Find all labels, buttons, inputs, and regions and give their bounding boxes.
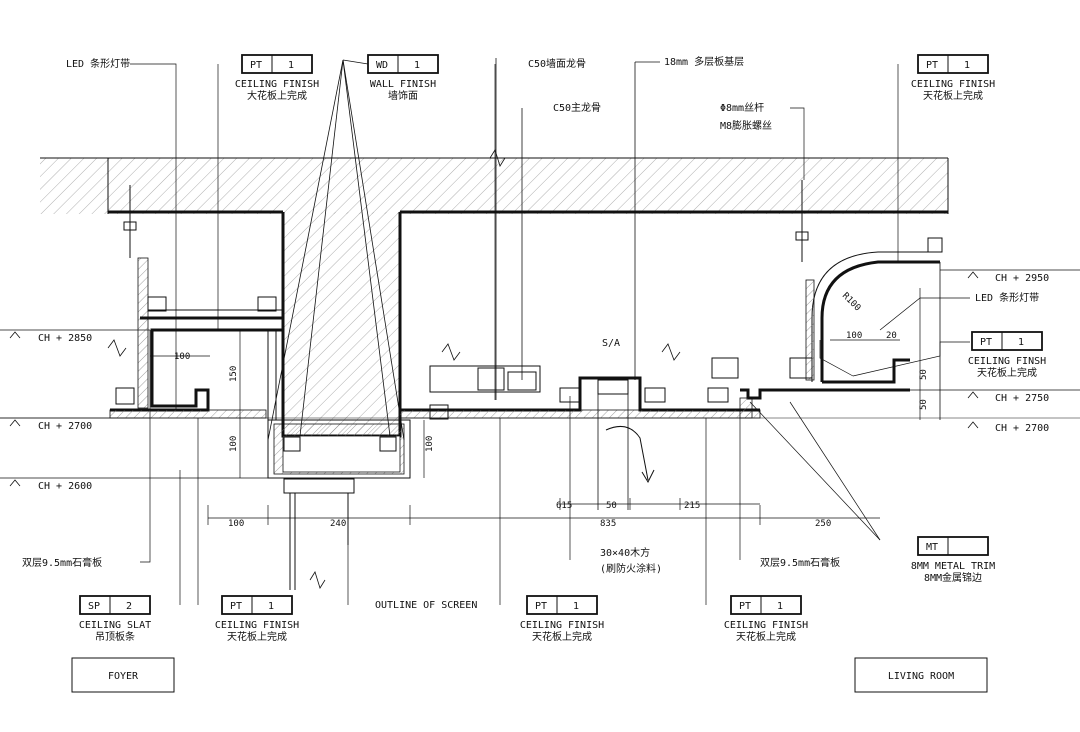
finish-tag-code: PT	[250, 60, 262, 71]
level-right-2700: CH + 2700	[995, 423, 1049, 434]
finish-tag-number: 1	[268, 601, 274, 612]
dim-50c: 50	[919, 399, 929, 410]
note-steel: 30×40木方	[600, 546, 650, 559]
dim-215: 215	[684, 501, 700, 511]
note-c50-pipe: C50墙面龙骨	[528, 57, 586, 70]
wall-finish-leaders	[267, 59, 405, 441]
dimension-labels: 100 150 100 100 100 240 615 50 215 835 2…	[174, 331, 929, 529]
note-steel-2: (刷防火涂料)	[600, 562, 662, 575]
note-gypsum-right: 双层9.5mm石膏板	[760, 556, 840, 569]
level-left-2700: CH + 2700	[38, 421, 92, 432]
finish-tag-code: WD	[376, 60, 388, 71]
finish-tag-subtitle: 墙饰面	[388, 89, 418, 102]
finish-tag-title: CEILING FINISH	[235, 79, 319, 90]
finish-tag-code: PT	[535, 601, 547, 612]
level-left-2850: CH + 2850	[38, 333, 92, 344]
dim-100b: 100	[229, 436, 239, 452]
dim-250: 250	[815, 519, 831, 529]
dim-835: 835	[600, 519, 616, 529]
finish-tag-number: 1	[288, 60, 294, 71]
note-supply-air: S/A	[602, 338, 620, 349]
dim-150: 150	[229, 366, 239, 382]
note-screen-outline: OUTLINE OF SCREEN	[375, 600, 477, 611]
finish-tag-subtitle: 天花板上完成	[923, 89, 983, 102]
concrete-beam	[267, 212, 411, 590]
level-markers	[0, 269, 1080, 487]
finish-tag-code: PT	[926, 60, 938, 71]
finish-tag-subtitle: 天花板上完成	[736, 630, 796, 643]
dim-100a: 100	[228, 519, 244, 529]
concrete-slab	[40, 157, 949, 214]
finish-tag-title: CEILING FINISH	[911, 79, 995, 90]
dim-20: 20	[886, 331, 897, 341]
dim-50b: 50	[919, 369, 929, 380]
finish-tag-code: PT	[230, 601, 242, 612]
finish-tag-subtitle: 8MM金属锦边	[924, 571, 982, 584]
finish-tag-code: MT	[926, 542, 938, 553]
note-led-right: LED 条形灯带	[975, 291, 1039, 304]
finish-tag-number: 1	[1018, 337, 1024, 348]
note-plywood: 18mm 多层板基层	[664, 55, 744, 68]
finish-tag-number: 1	[414, 60, 420, 71]
finish-tag-title: WALL FINISH	[370, 79, 436, 90]
level-right-2750: CH + 2750	[995, 393, 1049, 404]
leader-lines	[130, 61, 970, 605]
finish-tag-subtitle: 吊顶板条	[95, 630, 135, 643]
note-bolt: M8膨胀螺丝	[720, 119, 772, 132]
finish-tag-title: 8MM METAL TRIM	[911, 561, 995, 572]
finish-tag-title: CEILING FINISH	[520, 620, 604, 631]
finish-tag-number: 2	[126, 601, 132, 612]
finish-tag-subtitle: 天花板上完成	[977, 366, 1037, 379]
left-ceiling	[0, 185, 1080, 420]
level-labels: CH + 2850 CH + 2700 CH + 2600 CH + 2950 …	[38, 273, 1049, 492]
dim-100e: 100	[846, 331, 862, 341]
finish-tag-subtitle: 大花板上完成	[247, 89, 307, 102]
dim-100d: 100	[425, 436, 435, 452]
note-gypsum-left: 双层9.5mm石膏板	[22, 556, 102, 569]
notes: LED 条形灯带 C50墙面龙骨 C50主龙骨 18mm 多层板基层 Φ8mm丝…	[22, 55, 1039, 611]
note-rod: Φ8mm丝杆	[720, 102, 764, 114]
note-radius: R100	[840, 291, 862, 313]
finish-tag-subtitle: 天花板上完成	[227, 630, 287, 643]
finish-tag-number: 1	[777, 601, 783, 612]
dim-240: 240	[330, 519, 346, 529]
right-ceiling	[707, 180, 943, 420]
finish-tag-subtitle: 天花板上完成	[532, 630, 592, 643]
room-foyer: FOYER	[108, 671, 139, 682]
note-led-left: LED 条形灯带	[66, 57, 130, 70]
finish-tag-number: 1	[573, 601, 579, 612]
dimension-lines	[150, 288, 921, 525]
level-right-2950: CH + 2950	[995, 273, 1049, 284]
finish-tag-title: CEILING SLAT	[79, 620, 151, 631]
finish-tag-title: CEILING FINSH	[968, 356, 1046, 367]
finish-tag-number: 1	[964, 60, 970, 71]
dim-615: 615	[556, 501, 572, 511]
dim-100c: 100	[174, 352, 190, 362]
finish-tag-title: CEILING FINISH	[724, 620, 808, 631]
finish-tag-code: SP	[88, 601, 100, 612]
finish-tag-title: CEILING FINISH	[215, 620, 299, 631]
center-ceiling	[399, 58, 761, 510]
level-left-2600: CH + 2600	[38, 481, 92, 492]
note-c50-main: C50主龙骨	[553, 101, 601, 114]
finish-tag-code: PT	[739, 601, 751, 612]
room-labels: FOYER LIVING ROOM	[71, 657, 988, 693]
breaklines	[107, 149, 681, 589]
finish-tag-code: PT	[980, 337, 992, 348]
dim-50: 50	[606, 501, 617, 511]
room-living: LIVING ROOM	[888, 671, 954, 682]
